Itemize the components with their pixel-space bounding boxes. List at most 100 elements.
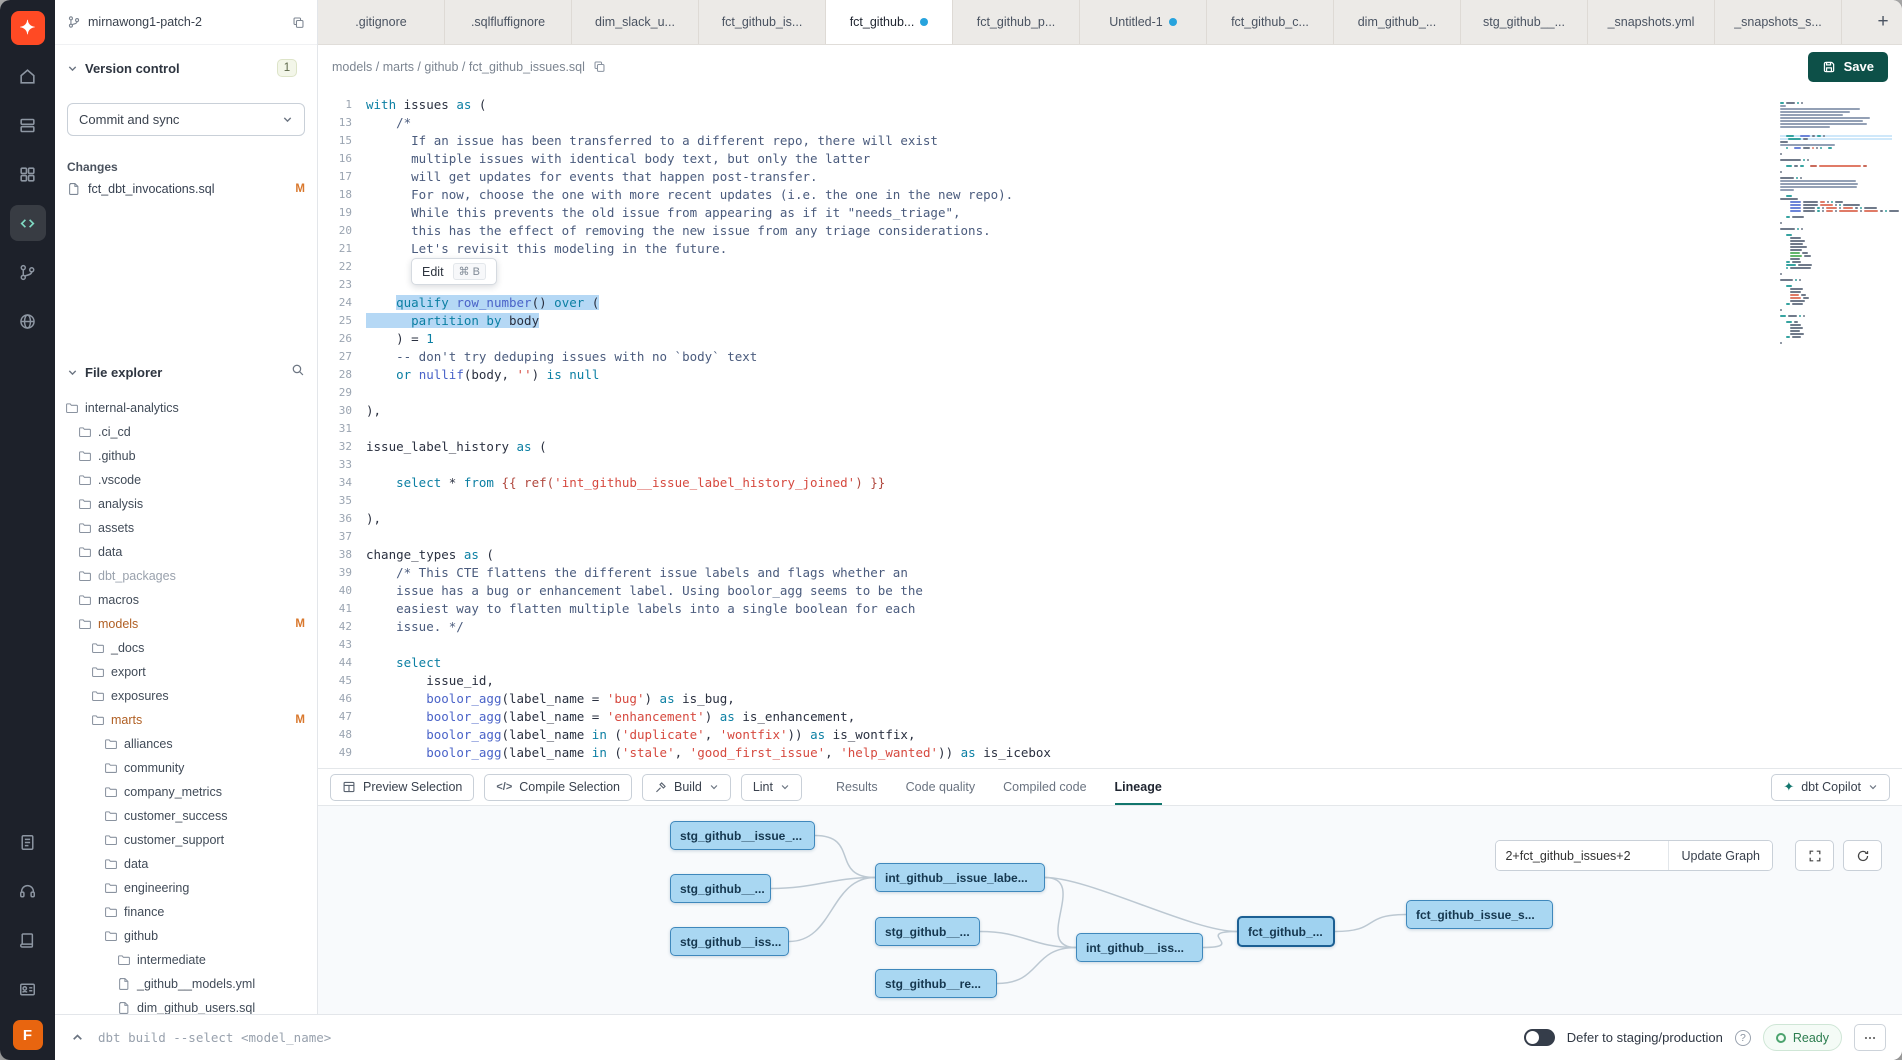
dashboard-icon[interactable] xyxy=(10,156,46,192)
tree-item-customer_success[interactable]: customer_success xyxy=(55,804,317,828)
editor-tab[interactable]: fct_github_c... xyxy=(1207,0,1334,44)
lineage-node[interactable]: int_github__issue_labe... xyxy=(875,863,1045,892)
code-editor[interactable]: 1with issues as (13 /*15 If an issue has… xyxy=(318,88,1902,768)
editor-tab[interactable]: dim_slack_u... xyxy=(572,0,699,44)
docs-book-icon[interactable] xyxy=(10,922,46,958)
tree-item-company_metrics[interactable]: company_metrics xyxy=(55,780,317,804)
preview-selection-button[interactable]: Preview Selection xyxy=(330,774,474,801)
minimap[interactable] xyxy=(1780,102,1892,345)
tree-item-intermediate[interactable]: intermediate xyxy=(55,948,317,972)
code-text[interactable]: issue_id, xyxy=(366,672,494,690)
tree-item-data[interactable]: data xyxy=(55,540,317,564)
tree-item-alliances[interactable]: alliances xyxy=(55,732,317,756)
changed-file-row[interactable]: fct_dbt_invocations.sqlM xyxy=(55,178,317,200)
code-text[interactable]: ), xyxy=(366,402,381,420)
tree-item-community[interactable]: community xyxy=(55,756,317,780)
editor-tab[interactable]: fct_github_p... xyxy=(953,0,1080,44)
dbt-logo[interactable]: ✦ xyxy=(11,11,45,45)
edit-popup[interactable]: Edit ⌘ B xyxy=(411,258,497,285)
code-text[interactable]: issue. */ xyxy=(366,618,464,636)
tree-item-.vscode[interactable]: .vscode xyxy=(55,468,317,492)
code-text[interactable]: boolor_agg(label_name = 'bug') as is_bug… xyxy=(366,690,735,708)
editor-tab[interactable]: Untitled-1 xyxy=(1080,0,1207,44)
tree-item-engineering[interactable]: engineering xyxy=(55,876,317,900)
tree-item-assets[interactable]: assets xyxy=(55,516,317,540)
defer-toggle[interactable] xyxy=(1524,1029,1555,1046)
save-button[interactable]: Save xyxy=(1808,52,1888,82)
tree-item-analysis[interactable]: analysis xyxy=(55,492,317,516)
expand-command-bar-icon[interactable] xyxy=(71,1031,84,1044)
code-text[interactable]: boolor_agg(label_name = 'enhancement') a… xyxy=(366,708,855,726)
code-text[interactable]: qualify row_number() over ( xyxy=(366,294,599,312)
code-text[interactable]: or nullif(body, '') is null xyxy=(366,366,599,384)
code-text[interactable]: multiple issues with identical body text… xyxy=(366,150,870,168)
tree-item-internal-analytics[interactable]: internal-analytics xyxy=(55,396,317,420)
code-text[interactable]: While this prevents the old issue from a… xyxy=(366,204,961,222)
help-icon[interactable]: ? xyxy=(1735,1030,1751,1046)
tree-item-data[interactable]: data xyxy=(55,852,317,876)
support-headset-icon[interactable] xyxy=(10,873,46,909)
panel-tab-lineage[interactable]: Lineage xyxy=(1115,769,1162,805)
editor-tab[interactable]: fct_github_is... xyxy=(699,0,826,44)
lineage-canvas[interactable]: Update Graph stg_github__issue_... stg_gi… xyxy=(318,806,1902,1014)
lineage-node[interactable]: stg_github__iss... xyxy=(670,927,789,956)
build-button[interactable]: Build xyxy=(642,774,731,801)
develop-icon[interactable] xyxy=(10,205,46,241)
editor-tab[interactable]: .sqlfluffignore xyxy=(445,0,572,44)
code-text[interactable]: ), xyxy=(366,510,381,528)
code-text[interactable]: with issues as ( xyxy=(366,96,486,114)
tree-item-finance[interactable]: finance xyxy=(55,900,317,924)
tree-item-macros[interactable]: macros xyxy=(55,588,317,612)
tree-item-.ci_cd[interactable]: .ci_cd xyxy=(55,420,317,444)
tree-item-_docs[interactable]: _docs xyxy=(55,636,317,660)
tree-item-customer_support[interactable]: customer_support xyxy=(55,828,317,852)
lineage-node[interactable]: stg_github__re... xyxy=(875,969,997,998)
lint-button[interactable]: Lint xyxy=(741,774,802,801)
code-text[interactable]: this has the effect of removing the new … xyxy=(366,222,991,240)
code-text[interactable]: ) = 1 xyxy=(366,330,434,348)
user-avatar[interactable]: F xyxy=(13,1020,43,1050)
refresh-button[interactable] xyxy=(1843,840,1882,871)
update-graph-button[interactable]: Update Graph xyxy=(1668,840,1772,871)
code-text[interactable]: boolor_agg(label_name in ('stale', 'good… xyxy=(366,744,1051,762)
copy-branch-icon[interactable] xyxy=(292,16,305,29)
tree-item-exposures[interactable]: exposures xyxy=(55,684,317,708)
tree-item-models[interactable]: modelsM xyxy=(55,612,317,636)
tree-item-github[interactable]: github xyxy=(55,924,317,948)
deploy-branch-icon[interactable] xyxy=(10,254,46,290)
editor-tab[interactable]: _snapshots.yml xyxy=(1588,0,1715,44)
lineage-node[interactable]: int_github__iss... xyxy=(1076,933,1203,962)
editor-tab[interactable]: stg_github__... xyxy=(1461,0,1588,44)
code-text[interactable]: /* xyxy=(366,114,411,132)
lineage-node[interactable]: stg_github__... xyxy=(670,874,771,903)
code-text[interactable]: select * from {{ ref('int_github__issue_… xyxy=(366,474,885,492)
new-tab-button[interactable]: + xyxy=(1864,0,1902,44)
lineage-node[interactable]: stg_github__... xyxy=(875,917,980,946)
panel-tab-code-quality[interactable]: Code quality xyxy=(906,769,976,805)
code-text[interactable]: boolor_agg(label_name in ('duplicate', '… xyxy=(366,726,915,744)
tree-item-dbt_packages[interactable]: dbt_packages xyxy=(55,564,317,588)
code-text[interactable]: will get updates for events that happen … xyxy=(366,168,818,186)
editor-tab[interactable]: dim_github_... xyxy=(1334,0,1461,44)
more-options-button[interactable] xyxy=(1854,1024,1886,1051)
tree-item-marts[interactable]: martsM xyxy=(55,708,317,732)
code-text[interactable]: partition by body xyxy=(366,312,539,330)
copy-path-icon[interactable] xyxy=(593,60,606,73)
lineage-node[interactable]: fct_github_... xyxy=(1237,916,1335,947)
file-explorer-header[interactable]: File explorer xyxy=(55,355,317,390)
code-text[interactable]: Let's revisit this modeling in the futur… xyxy=(366,240,727,258)
lineage-node[interactable]: fct_github_issue_s... xyxy=(1406,900,1553,929)
tree-item-_github__models.yml[interactable]: _github__models.yml xyxy=(55,972,317,996)
search-icon[interactable] xyxy=(291,363,305,382)
code-text[interactable]: easiest way to flatten multiple labels i… xyxy=(366,600,915,618)
tree-item-.github[interactable]: .github xyxy=(55,444,317,468)
tree-item-dim_github_users.sql[interactable]: dim_github_users.sql xyxy=(55,996,317,1014)
editor-tab[interactable]: _snapshots_s... xyxy=(1715,0,1842,44)
panel-tab-results[interactable]: Results xyxy=(836,769,878,805)
panel-tab-compiled-code[interactable]: Compiled code xyxy=(1003,769,1086,805)
home-icon[interactable] xyxy=(10,58,46,94)
code-text[interactable]: -- don't try deduping issues with no `bo… xyxy=(366,348,757,366)
lineage-node[interactable]: stg_github__issue_... xyxy=(670,821,815,850)
code-text[interactable]: If an issue has been transferred to a di… xyxy=(366,132,938,150)
changelog-icon[interactable] xyxy=(10,824,46,860)
